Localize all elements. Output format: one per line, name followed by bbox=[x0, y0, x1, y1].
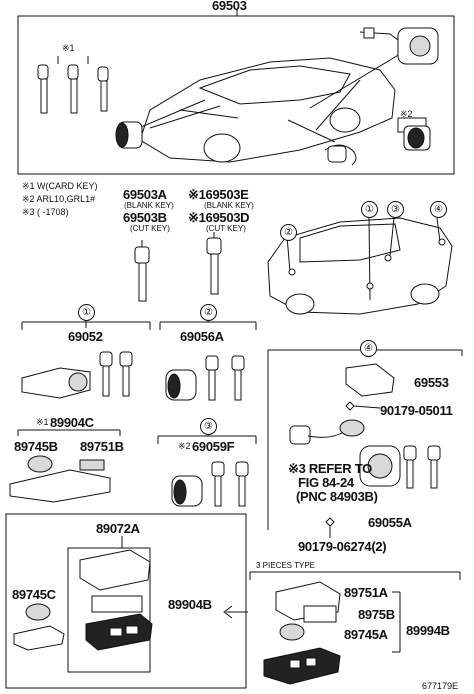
label-69059F: 69059F bbox=[192, 439, 235, 454]
top-mark-2: ※2 bbox=[400, 109, 413, 119]
card-keys-illustration bbox=[37, 56, 109, 114]
top-mark-1: ※1 bbox=[62, 43, 75, 53]
label-69503B: 69503B bbox=[123, 210, 167, 225]
label-89745B: 89745B bbox=[14, 439, 58, 454]
label-3-pieces: 3 PIECES TYPE bbox=[256, 561, 315, 570]
label-89904C-mark: ※1 bbox=[36, 417, 49, 427]
top-arrows bbox=[133, 47, 411, 143]
label-89994B: 89994B bbox=[406, 623, 450, 638]
label-69553: 69553 bbox=[414, 375, 449, 390]
label-69059F-mark: ※2 bbox=[178, 441, 191, 451]
label-89745C: 89745C bbox=[12, 587, 56, 602]
callout-1-car: ① bbox=[361, 201, 378, 218]
label-69056A: 69056A bbox=[180, 329, 224, 344]
label-89904C: 89904C bbox=[50, 415, 94, 430]
three-pieces-parts bbox=[263, 581, 401, 685]
label-refer-1: ※3 REFER TO bbox=[288, 461, 372, 476]
callout-3-car: ③ bbox=[387, 201, 404, 218]
label-89072A: 89072A bbox=[96, 521, 140, 536]
arrow-left bbox=[223, 605, 248, 619]
note-1: ※1 W(CARD KEY) bbox=[22, 181, 98, 191]
callout-2-group: ② bbox=[200, 304, 217, 321]
callout-2-car: ② bbox=[280, 224, 297, 241]
label-69503E-note: (BLANK KEY) bbox=[204, 201, 254, 210]
label-69503E: ※169503E bbox=[188, 187, 249, 202]
cylinder-left bbox=[115, 121, 143, 149]
label-69503D-note: (CUT KEY) bbox=[206, 224, 246, 233]
group1-parts bbox=[21, 351, 133, 399]
label-89745A: 89745A bbox=[344, 627, 388, 642]
label-69503D: ※169503D bbox=[188, 210, 250, 225]
fob-box bbox=[5, 513, 247, 689]
label-69503: 69503 bbox=[212, 0, 247, 13]
label-69052: 69052 bbox=[68, 329, 103, 344]
steering-lock-top bbox=[359, 27, 439, 65]
callout-3-group: ③ bbox=[200, 418, 217, 435]
fob-parts bbox=[13, 536, 153, 673]
car-illustration-top bbox=[139, 57, 396, 163]
group4-parts bbox=[289, 363, 441, 538]
callout-1-group: ① bbox=[78, 304, 95, 321]
blank-key-right bbox=[206, 232, 222, 295]
label-69503B-note: (CUT KEY) bbox=[130, 224, 170, 233]
label-89751A: 89751A bbox=[344, 585, 388, 600]
blank-key-left bbox=[134, 240, 150, 302]
label-89751B: 89751B bbox=[80, 439, 124, 454]
label-69503A: 69503A bbox=[123, 187, 167, 202]
label-69055A: 69055A bbox=[368, 515, 412, 530]
label-refer-2: FIG 84-24 bbox=[298, 475, 354, 490]
cylinder-right bbox=[403, 125, 431, 151]
label-90179-06274: 90179-06274(2) bbox=[298, 539, 387, 554]
note-3: ※3 ( -1708) bbox=[22, 207, 69, 217]
label-90179-05011: 90179-05011 bbox=[380, 403, 453, 418]
callout-4-group: ④ bbox=[360, 340, 377, 357]
top-assembly-box bbox=[17, 15, 455, 175]
callout-4-car: ④ bbox=[430, 201, 447, 218]
group3-parts bbox=[171, 461, 249, 507]
label-refer-3: (PNC 84903B) bbox=[296, 489, 378, 504]
card-key-parts bbox=[9, 455, 111, 503]
note-2: ※2 ARL10,GRL1# bbox=[22, 194, 96, 204]
car-illustration-right bbox=[267, 217, 453, 315]
label-89904B: 89904B bbox=[168, 597, 212, 612]
figure-id: 677179E bbox=[422, 681, 459, 691]
group2-parts bbox=[165, 355, 245, 401]
label-69503A-note: (BLANK KEY) bbox=[124, 201, 174, 210]
label-8975B: 8975B bbox=[358, 607, 395, 622]
